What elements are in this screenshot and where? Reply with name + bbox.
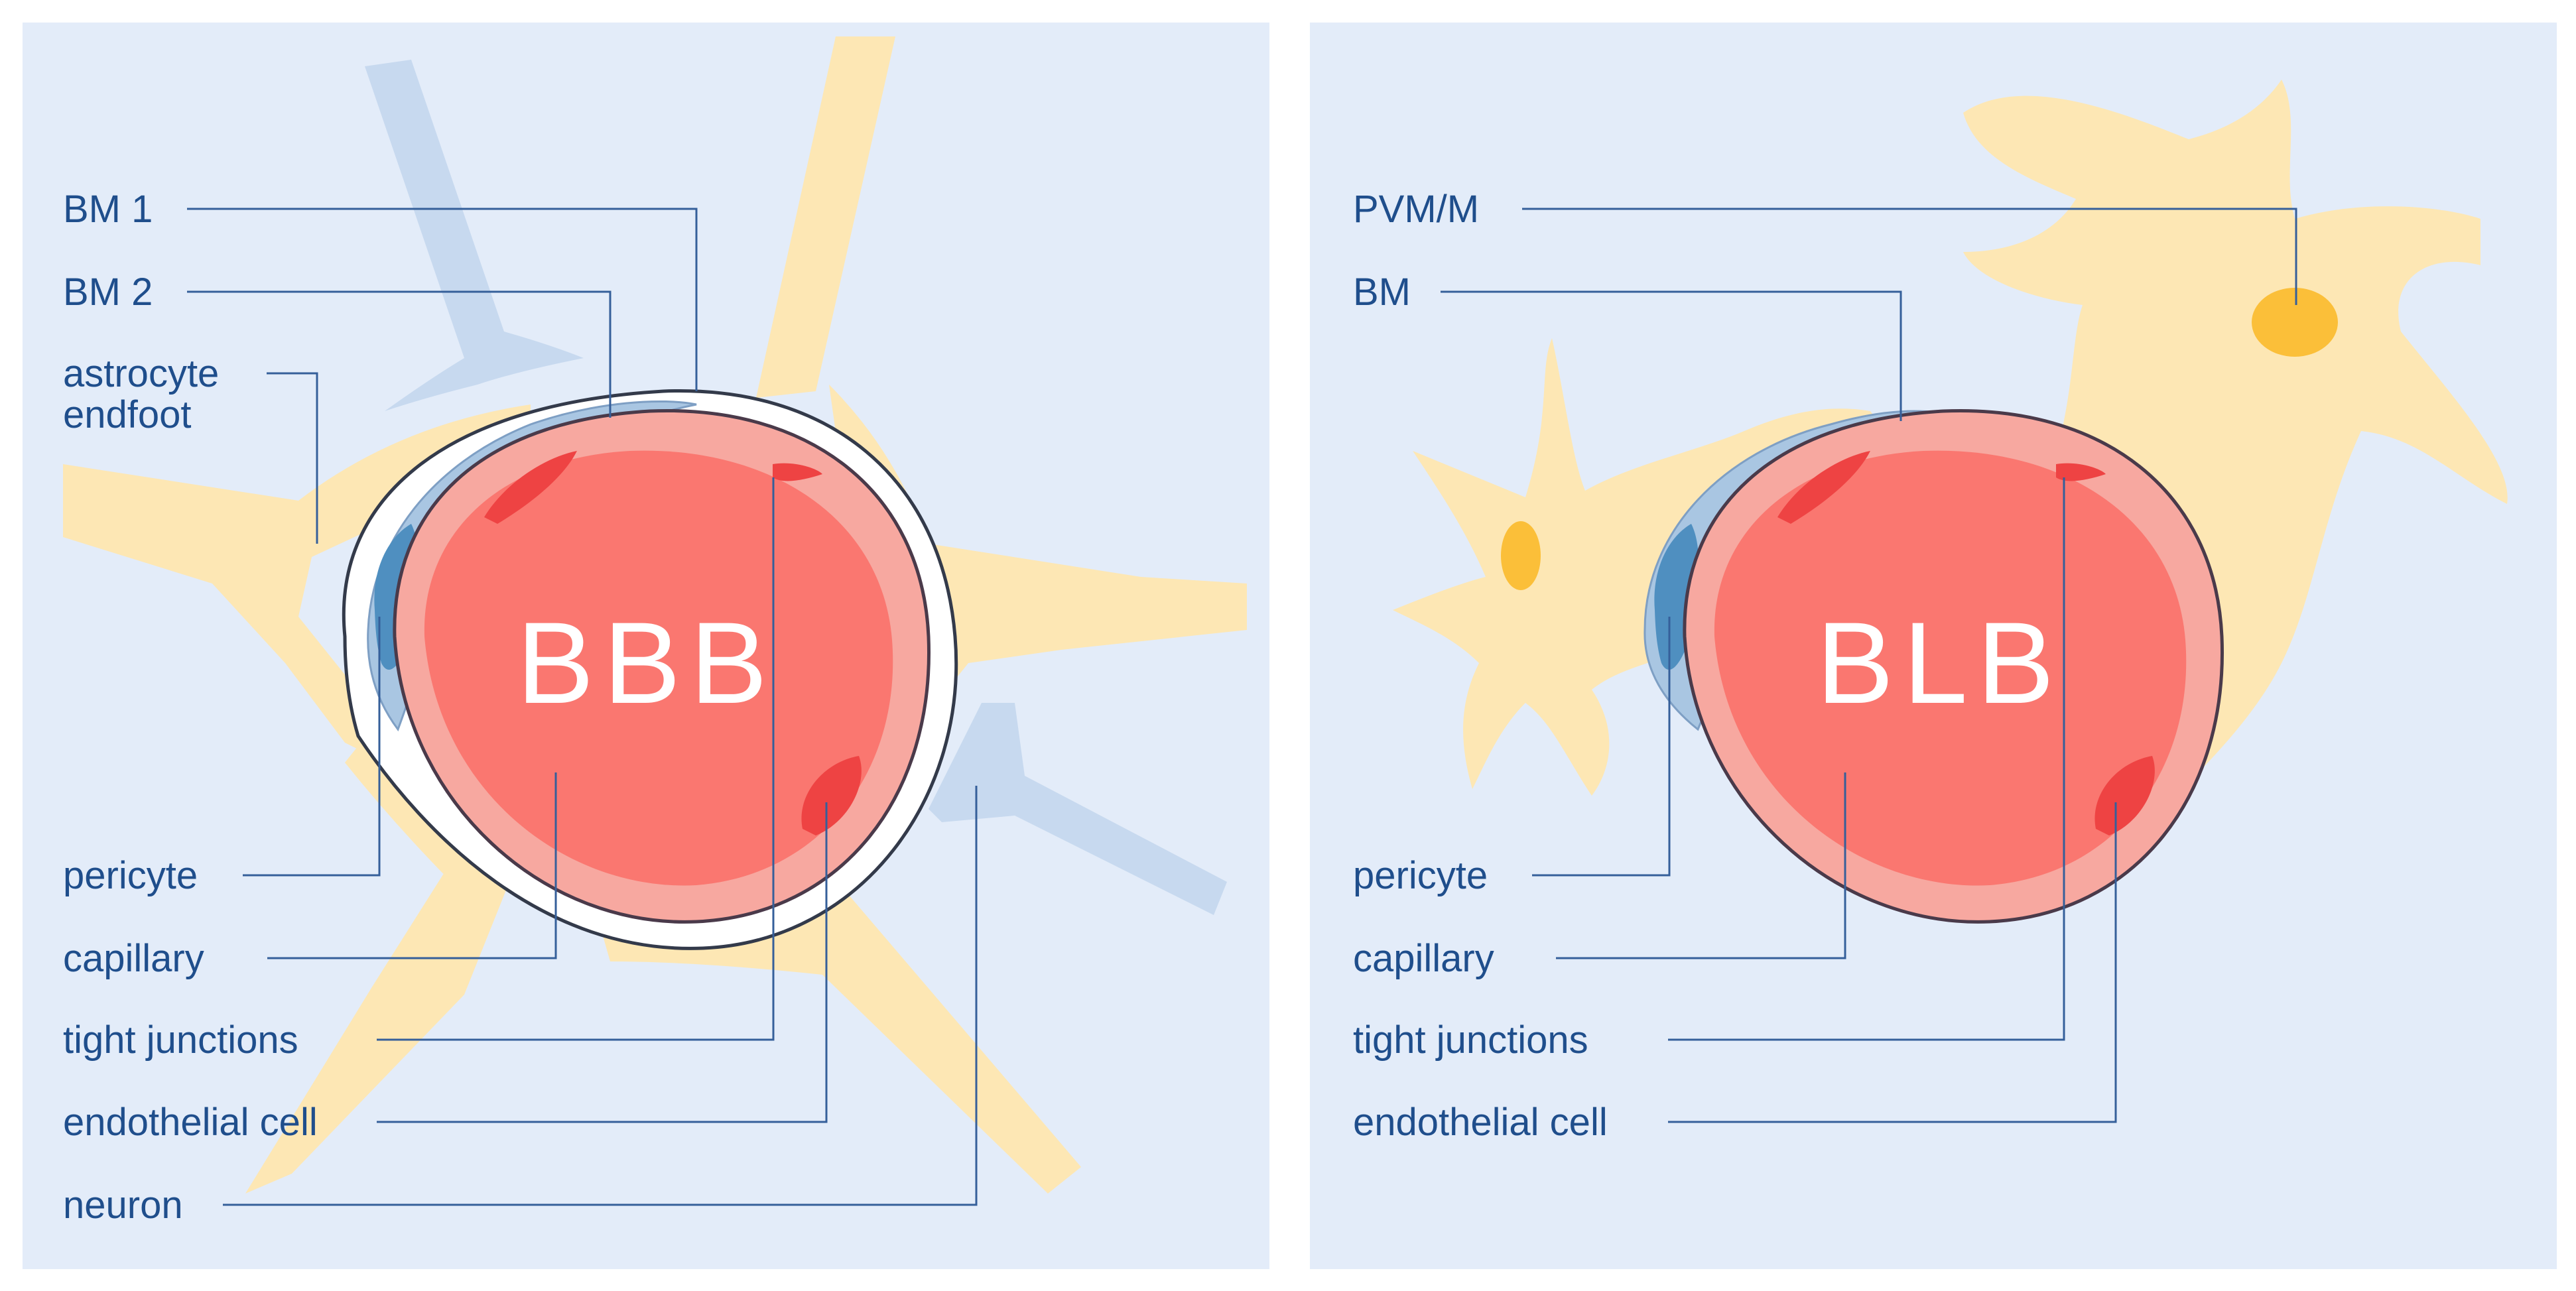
bbb-tight-junctions-leader [377,477,775,1041]
bbb-label-astrocyte-line1: astrocyte [63,352,219,395]
blb-label-tight-junctions: tight junctions [1353,1018,1588,1062]
bbb-tight-junction-1 [484,451,577,524]
bbb-label-astrocyte-line2: endfoot [63,393,192,436]
blb-label-pvm: PVM/M [1353,188,1479,231]
bbb-capillary-leader [267,772,557,959]
bbb-endothelial-leader [377,802,828,1123]
blb-capillary-leader [1556,772,1846,959]
bbb-label-bm2: BM 2 [63,271,153,314]
bbb-tight-junction-3 [801,756,862,835]
bbb-pericyte-leader [243,617,381,877]
blb-panel: BLB PVM/M BM pericyte capillary tight ju… [1310,23,2557,1269]
blb-pvm-leader [1522,208,2297,305]
bbb-label-neuron: neuron [63,1184,183,1227]
bbb-lumen [424,450,893,886]
bbb-astrocyte-leader [267,372,318,544]
bbb-label-capillary: capillary [63,937,204,980]
bbb-panel: BBB BM 1 BM 2 astrocyte endfoot pericyte… [23,23,1269,1269]
bbb-labels: BM 1 BM 2 astrocyte endfoot pericyte cap… [63,188,318,1227]
blb-title: BLB [1817,599,2064,728]
blb-label-bm: BM [1353,271,1411,314]
blb-bm-leader [1441,290,1902,421]
bbb-leader-lines [187,208,978,1206]
bbb-tight-junction-2 [773,463,822,481]
bbb-neuron-leader [223,786,978,1206]
bbb-title: BBB [517,599,777,728]
blb-astrocyte-nucleus-2 [2252,288,2338,357]
bbb-neuron [365,60,1227,915]
blb-astrocyte-nucleus-1 [1501,521,1541,590]
blb-label-endothelial-cell: endothelial cell [1353,1101,1608,1144]
blb-pericyte-leader [1532,617,1671,877]
blb-tight-junction-3 [2094,756,2155,835]
blb-endothelial-leader [1668,802,2117,1123]
blb-tight-junctions-leader [1668,477,2065,1041]
blb-label-pericyte: pericyte [1353,854,1488,897]
bbb-label-pericyte: pericyte [63,854,198,897]
blb-tight-junction-2 [2056,463,2106,481]
bbb-bm1-leader [187,208,698,391]
blb-lumen [1714,450,2187,886]
blb-leader-lines [1441,208,2297,1123]
blb-label-capillary: capillary [1353,937,1494,980]
bbb-label-endothelial-cell: endothelial cell [63,1101,318,1144]
bbb-label-bm1: BM 1 [63,188,153,231]
bbb-label-tight-junctions: tight junctions [63,1018,298,1062]
blb-tight-junction-1 [1777,451,1870,524]
blb-labels: PVM/M BM pericyte capillary tight juncti… [1353,188,1608,1144]
bbb-bm2-leader [187,290,612,418]
